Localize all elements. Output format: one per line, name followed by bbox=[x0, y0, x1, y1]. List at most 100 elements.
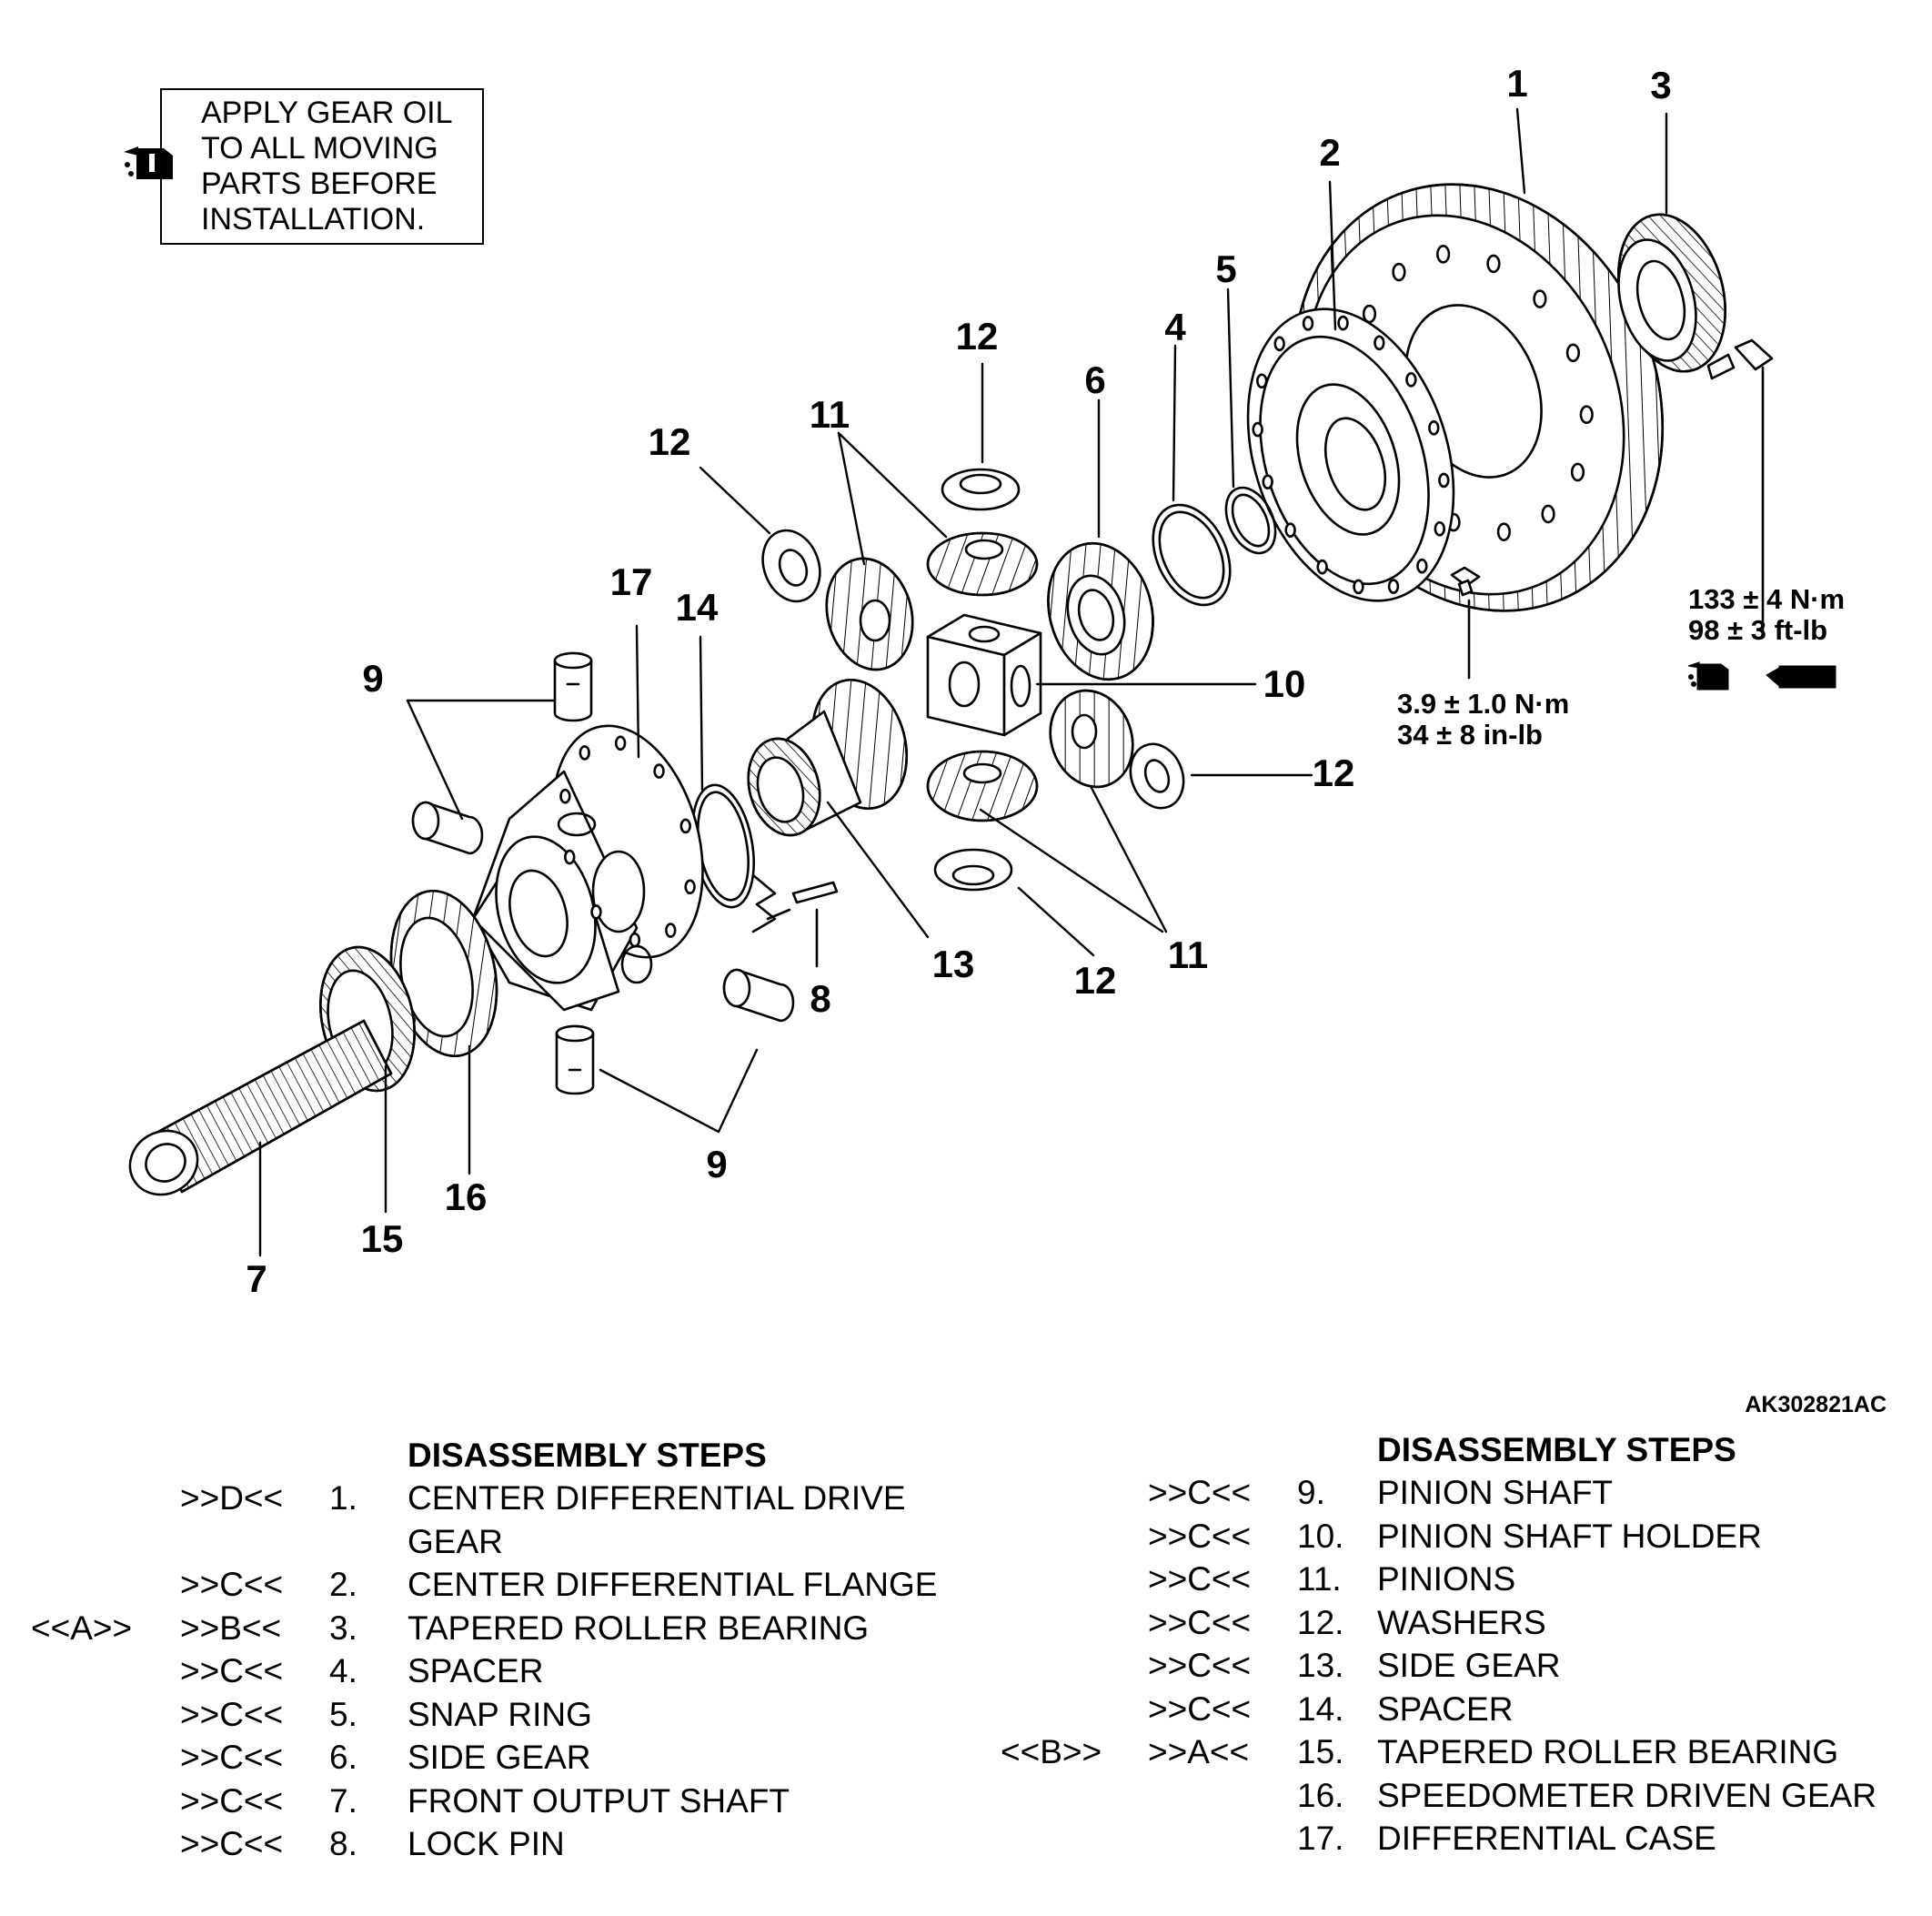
step-number: 17. bbox=[1297, 1820, 1344, 1857]
sealant-tube-icon bbox=[1766, 665, 1836, 689]
callout-11-lower: 11 bbox=[1168, 933, 1208, 976]
pinion-shaft-holder bbox=[926, 613, 1042, 737]
note-line-1: APPLY GEAR OIL bbox=[201, 96, 453, 130]
lock-pin bbox=[751, 873, 839, 968]
drawing-code: AK302821AC bbox=[1745, 1392, 1887, 1417]
step-row: >>C<<11.PINIONS bbox=[991, 1558, 1932, 1600]
callout-12-upper-left: 12 bbox=[649, 420, 691, 463]
side-gear-6 bbox=[1047, 541, 1154, 681]
tapered-roller-bearing-3 bbox=[1617, 213, 1726, 373]
torque-bolt-ftlb: 98 ± 3 ft-lb bbox=[1688, 614, 1828, 646]
step-text: CENTER DIFFERENTIAL FLANGE bbox=[408, 1566, 938, 1603]
step-mark: >>C<< bbox=[180, 1695, 284, 1733]
callout-numbers: 1 2 3 4 5 6 7 8 9 9 10 11 11 12 12 12 12… bbox=[246, 62, 1671, 1300]
step-mark: >>C<< bbox=[180, 1781, 284, 1820]
steps-right-title: DISASSEMBLY STEPS bbox=[1377, 1431, 1736, 1468]
center-differential-flange bbox=[1246, 308, 1455, 602]
step-row: >>C<< 6. SIDE GEAR bbox=[0, 1736, 991, 1779]
step-mark: >>C<< bbox=[1148, 1474, 1252, 1511]
callout-12-upper: 12 bbox=[956, 315, 999, 358]
callout-12-lower: 12 bbox=[1074, 959, 1117, 1002]
callout-15: 15 bbox=[361, 1217, 404, 1260]
step-text: PINIONS bbox=[1377, 1560, 1516, 1598]
step-text: SIDE GEAR bbox=[1377, 1647, 1561, 1684]
gear-oil-can-icon bbox=[124, 146, 173, 179]
callout-7: 7 bbox=[246, 1257, 267, 1300]
step-text: PINION SHAFT bbox=[1377, 1474, 1614, 1511]
step-text: TAPERED ROLLER BEARING bbox=[408, 1608, 870, 1647]
step-text: SPACER bbox=[1377, 1689, 1514, 1728]
washer-upper-left bbox=[761, 529, 821, 603]
callout-2: 2 bbox=[1319, 131, 1340, 174]
step-number: 15. bbox=[1297, 1733, 1344, 1770]
step-row: <<B>>>>A<<15.TAPERED ROLLER BEARING bbox=[991, 1730, 1932, 1773]
step-row: >>D<<1.CENTER DIFFERENTIAL DRIVE bbox=[0, 1477, 991, 1519]
step-row: 17. DIFFERENTIAL CASE bbox=[991, 1817, 1932, 1860]
step-mark: >>C<< bbox=[1148, 1603, 1252, 1641]
step-row: >>C<<8.LOCK PIN bbox=[0, 1822, 991, 1865]
step-row: >>C<<10.PINION SHAFT HOLDER bbox=[991, 1515, 1932, 1558]
spacer-4 bbox=[1152, 503, 1232, 607]
step-number: 2. bbox=[329, 1566, 357, 1603]
callout-14: 14 bbox=[676, 586, 719, 629]
step-number: 8. bbox=[329, 1825, 357, 1862]
note-line-4: INSTALLATION. bbox=[201, 202, 426, 237]
callout-3: 3 bbox=[1650, 64, 1671, 106]
callout-16: 16 bbox=[445, 1175, 488, 1218]
step-text: WASHERS bbox=[1377, 1603, 1546, 1641]
torque-small-bolt-nm: 3.9 ± 1.0 N·m bbox=[1397, 688, 1570, 720]
step-number: 3. bbox=[329, 1608, 357, 1647]
pinion-lower bbox=[926, 750, 1039, 822]
torque-small-bolt-inlb: 34 ± 8 in-lb bbox=[1397, 719, 1543, 751]
pinion-lower-right bbox=[1049, 689, 1134, 789]
pinion-shaft-pin-2 bbox=[411, 801, 484, 855]
step-text: SNAP RING bbox=[408, 1695, 592, 1733]
step-mark: >>C<< bbox=[1148, 1517, 1252, 1555]
step-mark: >>C<< bbox=[180, 1566, 284, 1603]
step-mark: >>C<< bbox=[1148, 1689, 1252, 1728]
step-row: >>C<< 5. SNAP RING bbox=[0, 1693, 991, 1736]
callout-5: 5 bbox=[1215, 247, 1236, 290]
callout-12-right: 12 bbox=[1313, 751, 1355, 794]
step-number: 7. bbox=[329, 1781, 357, 1820]
step-row: >>C<<12.WASHERS bbox=[991, 1601, 1932, 1644]
callout-1: 1 bbox=[1506, 62, 1527, 105]
drive-gear-bolt bbox=[1706, 338, 1774, 639]
snap-ring-5 bbox=[1224, 486, 1277, 555]
step-row: >>C<<13.SIDE GEAR bbox=[991, 1644, 1932, 1687]
washer-lower bbox=[933, 848, 1013, 892]
step-text: GEAR bbox=[408, 1522, 503, 1560]
step-number: 1. bbox=[329, 1479, 357, 1517]
step-text: CENTER DIFFERENTIAL DRIVE bbox=[408, 1479, 906, 1517]
step-text: PINION SHAFT HOLDER bbox=[1377, 1517, 1762, 1555]
step-mark: >>A<< bbox=[1148, 1733, 1250, 1770]
step-mark: >>C<< bbox=[180, 1739, 284, 1776]
step-row: >>C<<9.PINION SHAFT bbox=[991, 1471, 1932, 1514]
callout-17: 17 bbox=[610, 560, 653, 603]
step-row: >>C<<4.SPACER bbox=[0, 1649, 991, 1692]
step-text: SIDE GEAR bbox=[408, 1739, 591, 1776]
step-text: SPACER bbox=[408, 1652, 544, 1689]
note-line-2: TO ALL MOVING bbox=[201, 131, 438, 166]
step-number: 5. bbox=[329, 1695, 357, 1733]
torque-icons bbox=[1687, 661, 1836, 691]
washer-upper bbox=[941, 468, 1021, 511]
differential-case bbox=[471, 724, 704, 1012]
step-number: 4. bbox=[329, 1652, 357, 1689]
callout-6: 6 bbox=[1084, 358, 1105, 401]
leader-lines bbox=[258, 107, 1668, 1257]
step-number: 14. bbox=[1297, 1689, 1344, 1728]
pinion-shaft-pin-1 bbox=[553, 651, 593, 722]
disassembly-steps-right: DISASSEMBLY STEPS >>C<<9.PINION SHAFT>>C… bbox=[991, 1428, 1932, 1865]
callout-8: 8 bbox=[810, 977, 830, 1020]
step-number: 6. bbox=[329, 1739, 357, 1776]
callout-9-lower: 9 bbox=[706, 1143, 727, 1185]
speedometer-driven-gear bbox=[389, 889, 498, 1058]
step-text: TAPERED ROLLER BEARING bbox=[1377, 1733, 1839, 1770]
step-text: DIFFERENTIAL CASE bbox=[1377, 1820, 1716, 1857]
step-text: FRONT OUTPUT SHAFT bbox=[408, 1781, 790, 1820]
callout-9-upper: 9 bbox=[362, 657, 383, 700]
pinion-upper bbox=[926, 531, 1039, 597]
step-row: >>C<< 2. CENTER DIFFERENTIAL FLANGE bbox=[0, 1563, 991, 1606]
